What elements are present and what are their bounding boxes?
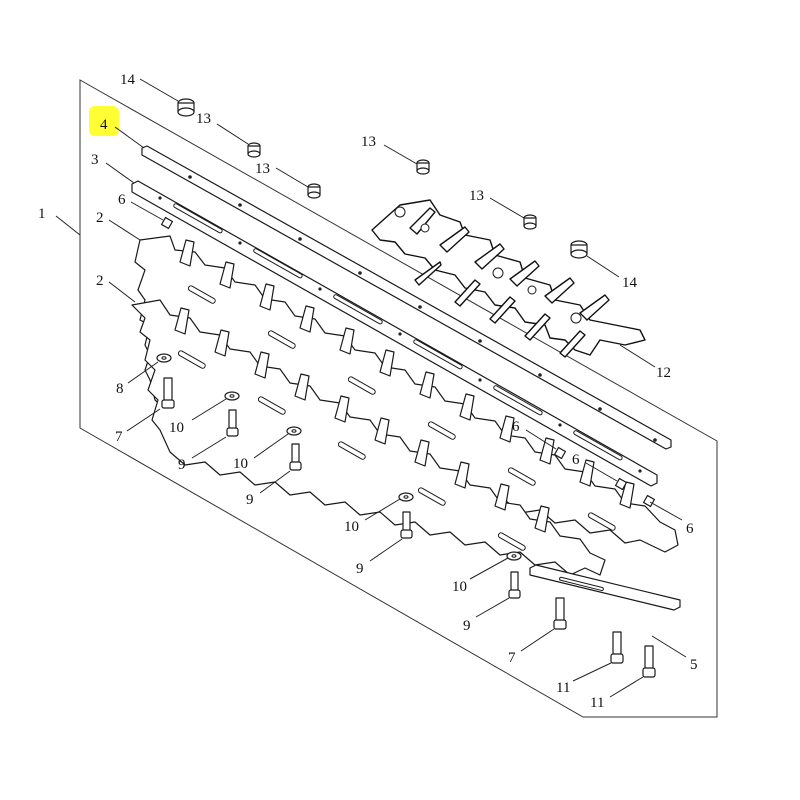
label-13c: 13 (361, 134, 376, 150)
label-9c: 9 (356, 561, 364, 577)
bolt-9-a (226, 409, 239, 437)
label-11a: 11 (556, 680, 570, 696)
bolt-9-b (289, 443, 302, 471)
label-10a: 10 (169, 420, 184, 436)
label-9a: 9 (178, 457, 186, 473)
label-3: 3 (91, 152, 99, 168)
part-12-drive-bar (371, 199, 646, 358)
part-6-square-nuts (160, 216, 656, 508)
label-6d: 6 (686, 521, 694, 537)
label-10c: 10 (344, 519, 359, 535)
label-6b: 6 (512, 419, 520, 435)
bolt-7-right (553, 597, 567, 630)
label-2a: 2 (96, 210, 104, 226)
leader-lines (55, 78, 687, 698)
label-10d: 10 (452, 579, 467, 595)
nut-13-d (523, 214, 537, 230)
label-13d: 13 (469, 188, 484, 204)
nut-13-a (247, 142, 261, 158)
assembly-frame (79, 79, 718, 718)
label-4: 4 (100, 117, 108, 133)
bolt-7-left (161, 377, 175, 409)
label-6c: 6 (572, 452, 580, 468)
bolt-9-d (508, 571, 521, 599)
label-14a: 14 (120, 72, 136, 88)
label-6a: 6 (118, 192, 126, 208)
label-9d: 9 (463, 618, 471, 634)
label-8: 8 (116, 381, 124, 397)
part-3-guide-bar (131, 180, 658, 487)
nut-13-c (416, 159, 430, 175)
label-1: 1 (38, 206, 46, 222)
part-labels: 1 2 2 3 4 5 6 6 6 6 7 7 8 9 9 9 9 10 10 … (38, 72, 698, 711)
label-9b: 9 (246, 492, 254, 508)
nut-14-top (177, 98, 195, 117)
label-12: 12 (656, 365, 671, 381)
part-13-14-nuts (177, 98, 588, 259)
part-2-lower-blade (131, 299, 606, 576)
label-5: 5 (690, 657, 698, 673)
label-7a: 7 (115, 429, 123, 445)
label-10b: 10 (233, 456, 248, 472)
part-5-lower-bar (529, 564, 681, 611)
bolt-11-a (610, 631, 624, 664)
part-4-top-bar (141, 145, 672, 450)
part-2-upper-blade (134, 235, 679, 553)
label-11b: 11 (590, 695, 604, 711)
label-13a: 13 (196, 111, 211, 127)
label-14b: 14 (622, 275, 638, 291)
bolts (161, 377, 656, 678)
nut-14-right (570, 240, 588, 259)
washers (156, 353, 522, 561)
bolt-11-b (642, 645, 656, 678)
nut-13-b (307, 183, 321, 199)
bolt-9-c (400, 511, 413, 539)
label-7b: 7 (508, 650, 516, 666)
label-13b: 13 (255, 161, 270, 177)
label-4-highlight (89, 106, 119, 136)
label-2b: 2 (96, 273, 104, 289)
